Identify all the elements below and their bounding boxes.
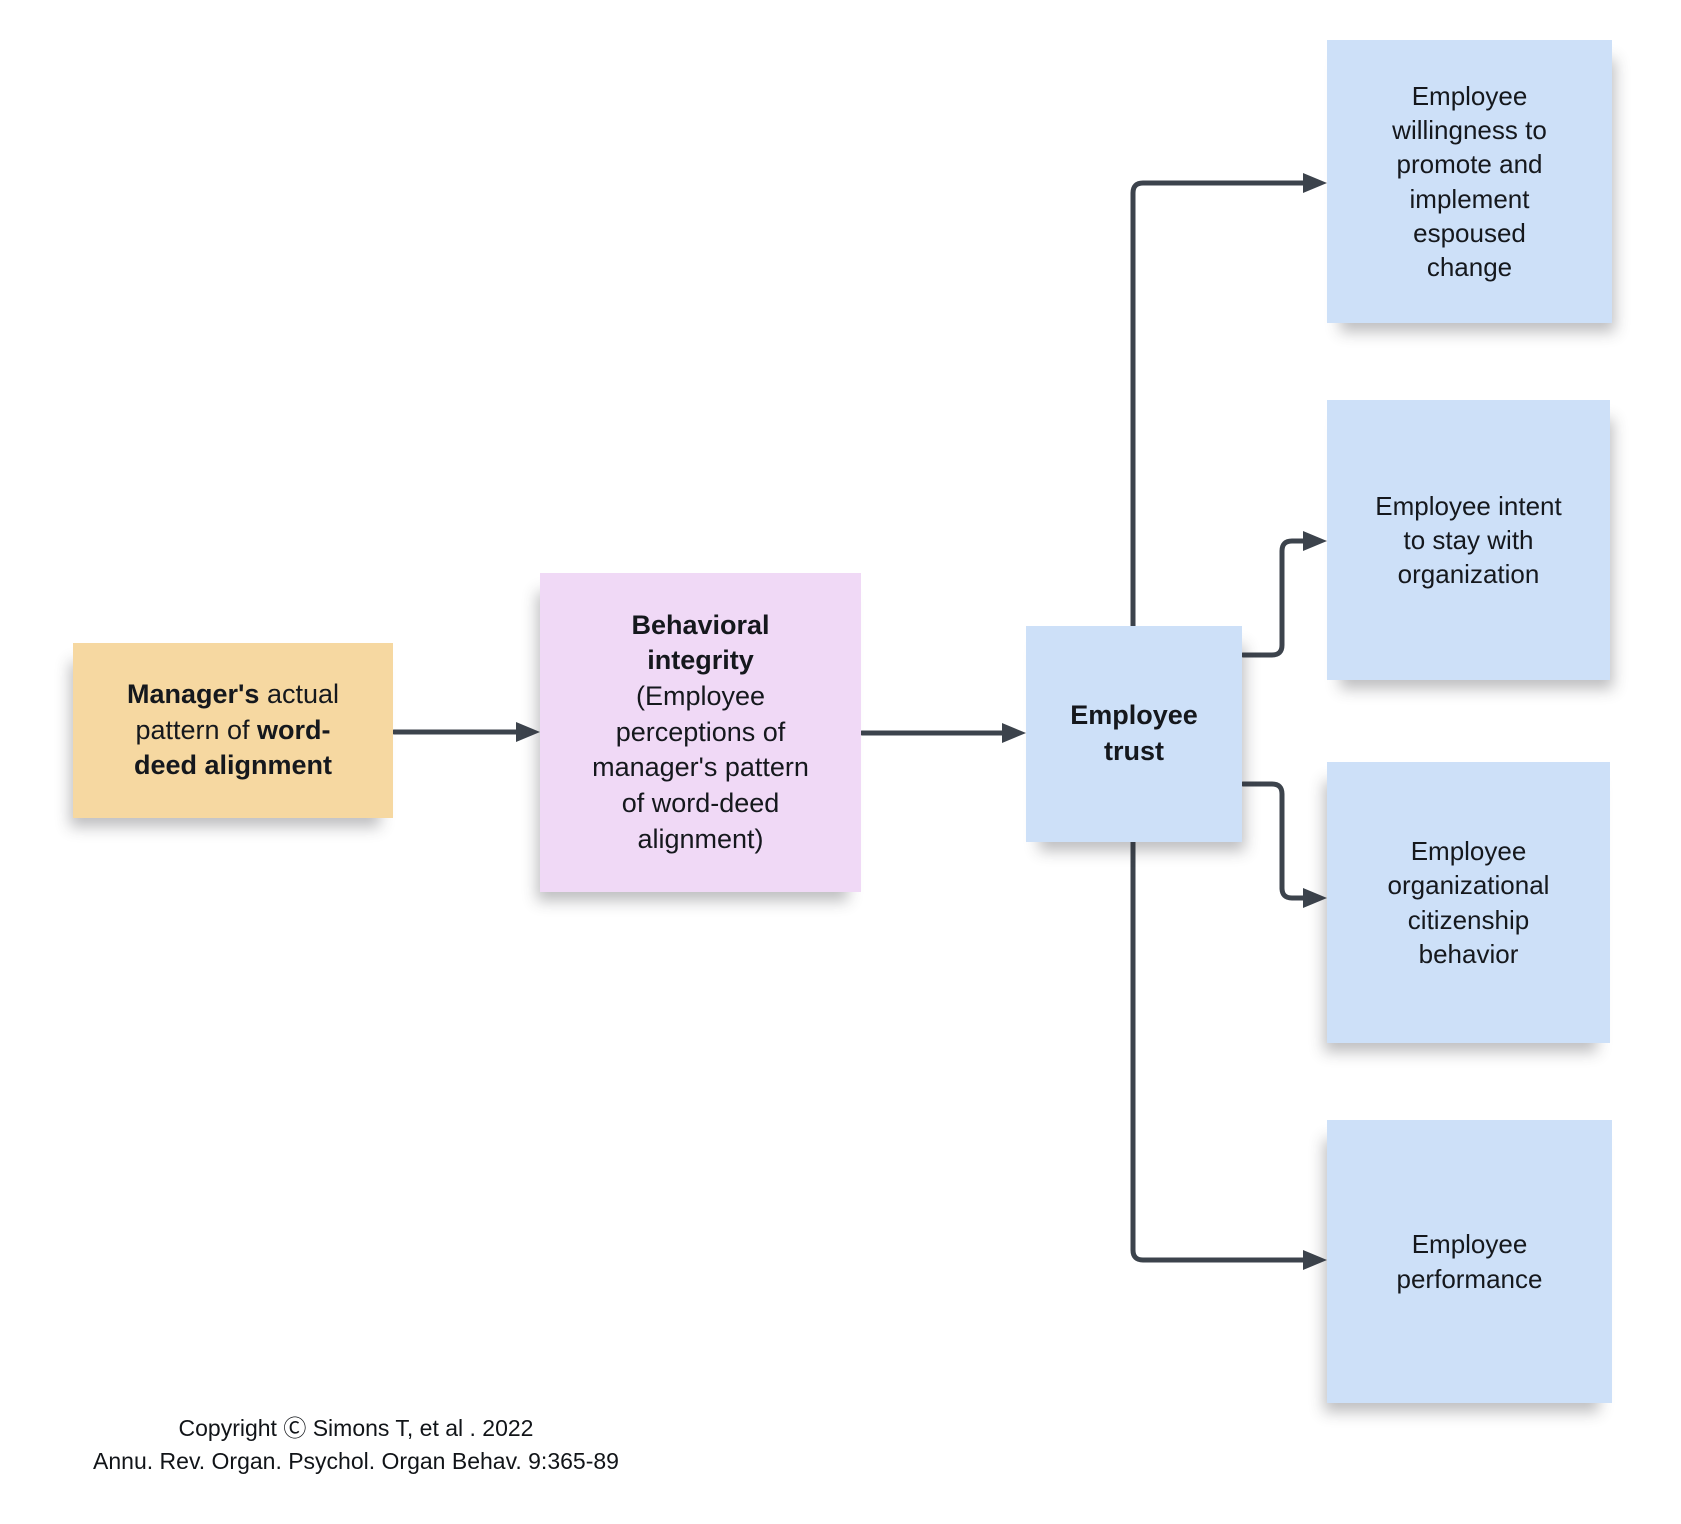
employee-willingness-label: Employee willingness to promote and impl… [1392,80,1547,283]
node-employee-trust: Employee trust [1026,626,1242,842]
employee-citizenship-label: Employee organizational citizenship beha… [1387,835,1550,969]
manager-bold-part-1: Manager's [126,679,260,710]
node-employee-citizenship-behavior: Employee organizational citizenship beha… [1327,762,1610,1043]
manager-regular-part: actual pattern of [135,679,340,745]
arrowhead-into-willingness [1303,173,1327,193]
employee-trust-label: Employee trust [1070,700,1198,766]
connector-trust-to-willingness [1130,180,1308,632]
arrowhead-into-intent [1303,531,1327,551]
node-employee-intent-to-stay: Employee intent to stay with organizatio… [1327,400,1610,680]
node-employee-willingness-change: Employee willingness to promote and impl… [1327,40,1612,323]
employee-performance-label: Employee performance [1396,1229,1543,1294]
node-employee-performance: Employee performance [1327,1120,1612,1403]
behavioral-integrity-label: Behavioral integrity(Employee perception… [581,608,821,857]
copyright-line: Copyright Ⓒ Simons T, et al . 2022 [178,1415,534,1441]
node-behavioral-integrity: Behavioral integrity(Employee perception… [540,573,861,892]
connector-trust-to-performance [1130,837,1308,1263]
arrowhead-into-trust [1002,723,1026,743]
citation-line: Annu. Rev. Organ. Psychol. Organ Behav. … [93,1448,619,1474]
employee-intent-label: Employee intent to stay with organizatio… [1375,490,1562,590]
arrowhead-into-citizenship [1303,888,1327,908]
connector-trust-to-intent [1240,538,1308,658]
node-manager-word-deed-alignment: Manager's actual pattern of word-deed al… [73,643,393,818]
behavioral-integrity-title: Behavioral integrity [631,609,770,676]
arrowhead-into-integrity [516,722,540,742]
copyright-citation: Copyright Ⓒ Simons T, et al . 2022 Annu.… [76,1412,636,1478]
connector-trust-to-citizenship [1240,781,1308,901]
behavioral-integrity-subtitle: (Employee perceptions of manager's patte… [592,681,809,854]
manager-node-label: Manager's actual pattern of word-deed al… [108,677,358,784]
manager-bold-part-2: word-deed alignment [133,714,333,781]
arrowhead-into-performance [1303,1250,1327,1270]
